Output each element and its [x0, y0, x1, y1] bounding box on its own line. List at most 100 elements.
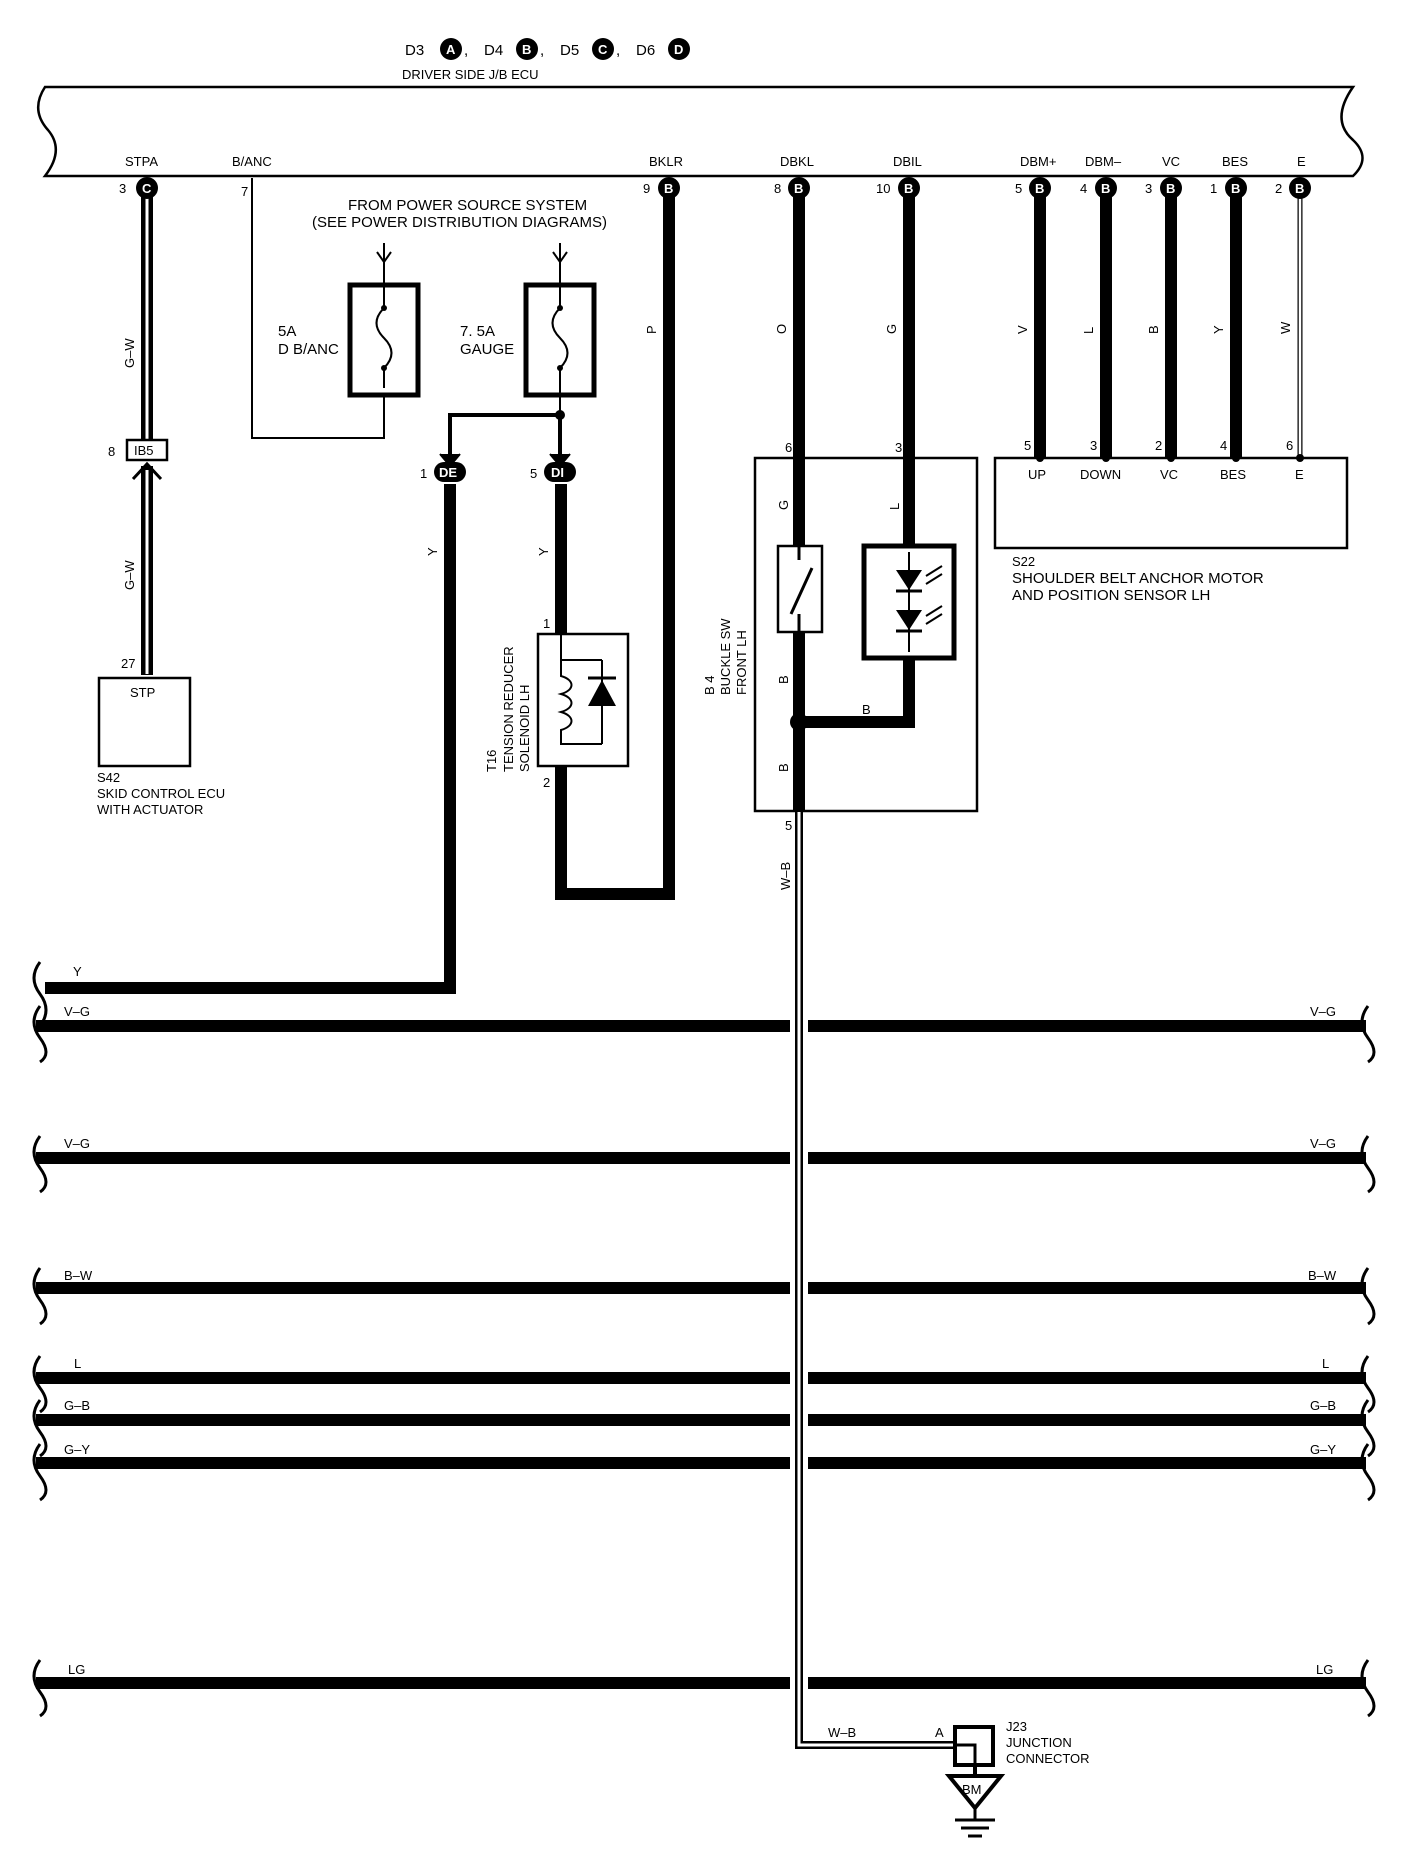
connector-d5-letter: C [598, 42, 608, 57]
terminal-bklr-name: BKLR [649, 154, 683, 169]
buckle-sw-wire-junction: B [862, 702, 871, 717]
wire-stpa [131, 195, 163, 675]
wire-de-color: Y [425, 547, 440, 556]
terminal-banc-name: B/ANC [232, 154, 272, 169]
junction-ib5-label: IB5 [134, 443, 154, 458]
terminal-e-name: E [1297, 154, 1306, 169]
wire-dbm-plus-color: V [1015, 325, 1030, 334]
bus-vg1-right-label: V–G [1310, 1004, 1336, 1019]
connector-d3-prefix: D3 [405, 42, 424, 59]
power-source-line1: FROM POWER SOURCE SYSTEM [348, 197, 587, 214]
s22-pin-up-number: 5 [1024, 438, 1031, 453]
wire-ground [795, 812, 955, 1749]
bus-y-label: Y [73, 964, 82, 979]
buckle-sw-pin-g: 6 [785, 440, 792, 455]
wire-vc-color: B [1146, 325, 1161, 334]
ground-icon [955, 1808, 995, 1838]
bus-y-break-icon [32, 961, 48, 1027]
pin-dbkl-number: 8 [774, 181, 781, 196]
terminal-dbil-name: DBIL [893, 154, 922, 169]
fuse-dbanc [347, 243, 421, 398]
pin-dbil-number: 10 [876, 181, 890, 196]
s22-pin-1-node [1036, 454, 1044, 462]
wire-ground-color-2: W–B [828, 1725, 856, 1740]
bus-gy-right-label: G–Y [1310, 1442, 1336, 1457]
bus-bw-break-left-icon [32, 1267, 48, 1326]
pin-dbmm-conn: B [1101, 181, 1110, 196]
skid-ecu-line2: WITH ACTUATOR [97, 802, 203, 817]
connector-d5-prefix: D5 [560, 42, 579, 59]
bus-bw-left-label: B–W [64, 1268, 93, 1283]
tension-reducer-pin-bottom: 2 [543, 775, 550, 790]
connector-d6-letter: D [674, 42, 683, 57]
fuse-gauge-element-icon [551, 285, 569, 415]
bus-gy-break-right-icon [1360, 1443, 1376, 1502]
pin-dbmp-number: 5 [1015, 181, 1022, 196]
wire-gauge-split [448, 413, 560, 458]
connector-d4-sep: , [540, 42, 544, 59]
wire-dbkl-color: O [774, 324, 789, 334]
tension-reducer-line1: TENSION REDUCER [501, 646, 516, 772]
junction-connector-pin: A [935, 1725, 944, 1740]
wire-dbm-minus-color: L [1081, 327, 1096, 334]
ecu-terminal-names: STPA B/ANC BKLR DBKL DBIL DBM+ DBM– VC B… [125, 154, 1306, 169]
pin-bes-badge [1225, 177, 1247, 199]
fuse-dbanc-arrow-icon [376, 251, 392, 264]
terminal-dbkl-name: DBKL [780, 154, 814, 169]
bus-lg-break-left-icon [32, 1659, 48, 1718]
wire-ground-outer [795, 812, 955, 1749]
pin-dbkl-badge [788, 177, 810, 199]
bus-gb-right-label: G–B [1310, 1398, 1336, 1413]
connector-d5-badge [592, 38, 614, 60]
fuse-gauge-contact-top [557, 305, 563, 311]
bus-l-left-label: L [74, 1356, 81, 1371]
bus-gy-left-label: G–Y [64, 1442, 90, 1457]
bus-vg2-break-right-icon [1360, 1135, 1376, 1194]
skid-ecu-box [97, 676, 192, 768]
terminal-stpa-name: STPA [125, 154, 158, 169]
pin-vc-badge [1160, 177, 1182, 199]
bus-vg2-left-label: V–G [64, 1136, 90, 1151]
pin-dbmm-number: 4 [1080, 181, 1087, 196]
s22-pin-5-node [1296, 454, 1304, 462]
junction-di-pin: 5 [530, 466, 537, 481]
pin-dbmm-badge [1095, 177, 1117, 199]
pin-dbmp-conn: B [1035, 181, 1044, 196]
ground-label: BM [962, 1782, 982, 1797]
pin-bklr-badge [658, 177, 680, 199]
tension-reducer-line2: SOLENOID LH [517, 685, 532, 772]
s22-pin-vc-number: 2 [1155, 438, 1162, 453]
bus-l-break-right-icon [1360, 1355, 1376, 1414]
junction-connector-line2: CONNECTOR [1006, 1751, 1090, 1766]
skid-ecu-pin: 27 [121, 656, 135, 671]
connector-d3-sep: , [464, 42, 468, 59]
buckle-sw-line1: BUCKLE SW [718, 618, 733, 695]
bus-bw-break-right-icon [1360, 1267, 1376, 1326]
s22-pin-e-name: E [1295, 467, 1304, 482]
junction-ib5-box [125, 438, 169, 462]
wire-bes-color: Y [1211, 325, 1226, 334]
bus-lg-right-label: LG [1316, 1662, 1333, 1677]
s22-pin-4-node [1232, 454, 1240, 462]
pin-dbkl-conn: B [794, 181, 803, 196]
pin-stpa-conn: C [142, 181, 152, 196]
s22-pin-vc-name: VC [1160, 467, 1178, 482]
ecu-pins: 3 C 7 9 B 8 B 10 B 5 B 4 B 3 B 1 B 2 B [119, 177, 1311, 199]
bus-gb-left-label: G–B [64, 1398, 90, 1413]
fuse-gauge-arrow-icon [552, 251, 568, 264]
fuse-gauge-rating: 7. 5A [460, 323, 495, 340]
connector-d5-sep: , [616, 42, 620, 59]
shoulder-belt-line1: SHOULDER BELT ANCHOR MOTOR [1012, 570, 1264, 587]
fuse-dbanc-name: D B/ANC [278, 341, 339, 358]
bus-l-break-left-icon [32, 1355, 48, 1414]
bus-gb-break-left-icon [32, 1399, 48, 1458]
s22-pin-e-number: 6 [1286, 438, 1293, 453]
s22-pin-2-node [1102, 454, 1110, 462]
buckle-switch [776, 540, 824, 634]
pin-e-conn: B [1295, 181, 1304, 196]
bus-vg1-break-right-icon [1360, 1005, 1376, 1064]
ecu-bar [37, 85, 1364, 178]
wire-ground-color: W–B [778, 862, 793, 890]
led-1-icon [896, 570, 922, 590]
